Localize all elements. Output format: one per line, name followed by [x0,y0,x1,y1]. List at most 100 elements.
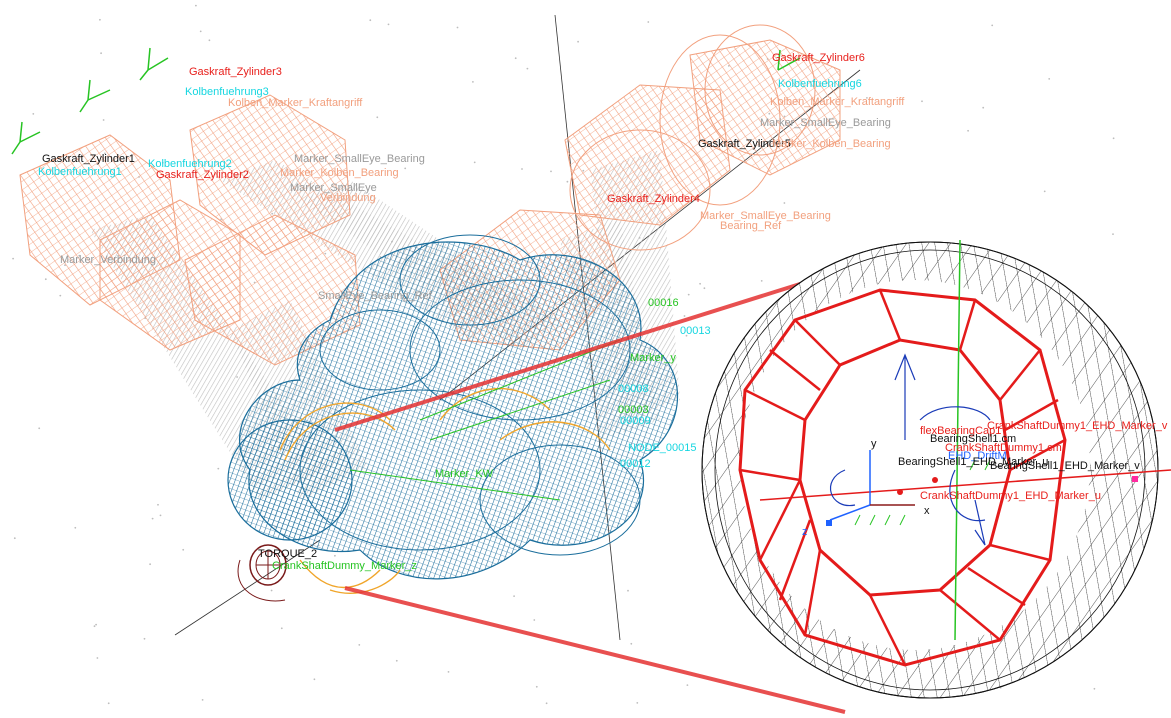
label-kolbenfuehrung1: Kolbenfuehrung1 [38,166,122,178]
background-dot [472,81,474,83]
background-dot [683,315,686,317]
label-marker-kolben-bearing: Marker_Kolben_Bearing [280,167,399,179]
background-dot [545,702,548,705]
label-axis-y: y [871,438,877,450]
background-dot [473,161,476,164]
background-dot [535,685,538,688]
label-bearing-ref: Bearing_Ref [720,220,782,232]
background-dot [521,168,523,170]
label-ehd-marker-v-top: CrankShaftDummy1_EHD_Marker_v [987,420,1168,432]
background-dot [99,18,101,21]
background-dot [699,282,701,285]
background-dot [760,280,763,282]
label-gaskraft-zylinder6: Gaskraft_Zylinder6 [772,52,865,64]
background-dot [44,278,47,281]
background-dot [96,657,99,659]
background-dot [376,116,379,119]
background-dot [143,637,146,640]
label-bearingshell1-cm: BearingShell1.cm [930,433,1017,445]
background-dot [102,119,105,121]
label-verbindung: Verbindung [320,192,376,204]
background-dot [334,554,336,557]
label-kolbenfuehrung6: Kolbenfuehrung6 [778,78,862,90]
label-marker-verbindung: Marker_Verbindung [60,254,157,266]
label-flex-bearing-cap: flexBearingCap1 [920,425,1002,437]
background-dot [74,526,77,529]
label-bearingshell-ehd-marker-v: BearingShell1_EHD_Marker_v [990,460,1140,472]
background-dot [13,537,16,540]
background-dot [182,548,185,551]
label-crankshaftdummy1-cm: CrankShaftDummy1.cm [945,442,1062,454]
background-dot [921,100,923,103]
background-dot [577,40,579,43]
background-dot [95,623,97,626]
background-dot [358,644,361,646]
label-ehd-drift: EHD_DriftM [948,450,1007,462]
background-dot [157,503,159,506]
background-dot [217,467,220,470]
background-dot [967,129,969,132]
label-ehd-marker-u: CrankShaftDummy1_EHD_Marker_u [920,490,1101,502]
marker-triads [11,47,801,155]
label-axis-z: z [802,526,808,538]
torque-element [237,544,287,602]
label-marker-y: Marker_y [630,352,676,364]
background-dot [208,39,211,42]
background-dot [513,595,515,597]
marker-lines [349,339,621,501]
background-dot [991,24,994,27]
background-dot [161,161,164,164]
label-kolbenfuehrung3: Kolbenfuehrung3 [185,86,269,98]
background-dot [636,702,639,704]
background-dot [159,514,162,517]
background-dot [270,589,273,592]
background-dot [783,202,786,204]
bearing-zoom [701,239,1171,699]
background-dot [687,293,690,296]
background-dot [280,627,283,630]
label-gaskraft-zylinder1: Gaskraft_Zylinder1 [42,153,135,165]
background-dot [38,427,41,430]
background-dot [514,57,517,60]
background-dot [447,671,450,673]
background-dot [627,589,629,592]
label-kolben-marker-kraftangriff: Kolben_Marker_Kraftangriff [228,97,363,109]
label-node-00003: 00003 [618,404,649,416]
label-smalleye-bearing-ref: SmallEye_Bearing_Ref [318,290,432,302]
label-node-00015: NODE_00015 [628,442,697,454]
background-dot [982,106,985,109]
label-axis-x: x [924,505,930,517]
label-smalleye-bearing-right: Marker_SmallEye_Bearing [760,117,891,129]
label-torque-2: TORQUE_2 [258,548,318,560]
background-dot [32,113,35,115]
background-dot [149,563,152,566]
background-dot [630,642,633,645]
label-node-00012: 00012 [620,458,651,470]
background-dot [686,684,689,686]
background-dot [201,699,204,701]
label-node-00016: 00016 [648,297,679,309]
background-dot [526,67,529,70]
background-dot [387,23,390,26]
label-kraftangriff-right: Kolben_Marker_Kraftangriff [770,96,905,108]
background-dot [533,619,536,621]
label-gaskraft-zylinder2: Gaskraft_Zylinder2 [156,169,249,181]
background-dot [93,625,96,628]
label-gaskraft-zylinder4: Gaskraft_Zylinder4 [607,193,700,205]
label-node-00008: 00008 [618,383,649,395]
label-marker-smalleye-bearing: Marker_SmallEye_Bearing [294,153,425,165]
crankshaft [227,234,679,580]
background-dot [566,180,569,183]
background-dot [1112,233,1114,236]
background-dot [703,287,706,290]
label-marker-kolben-bearing-right: Marker_Kolben_Bearing [772,138,891,150]
label-node-00013: 00013 [680,325,711,337]
background-dot [866,97,868,99]
label-bearingshell-ehd-marker-u: BearingShell1_EHD_Marker_u [898,456,1049,468]
background-dot [100,52,102,55]
background-dot [685,334,688,337]
background-dot [647,21,650,23]
background-dot [1048,78,1051,80]
label-kolbenfuehrung2: Kolbenfuehrung2 [148,158,232,170]
